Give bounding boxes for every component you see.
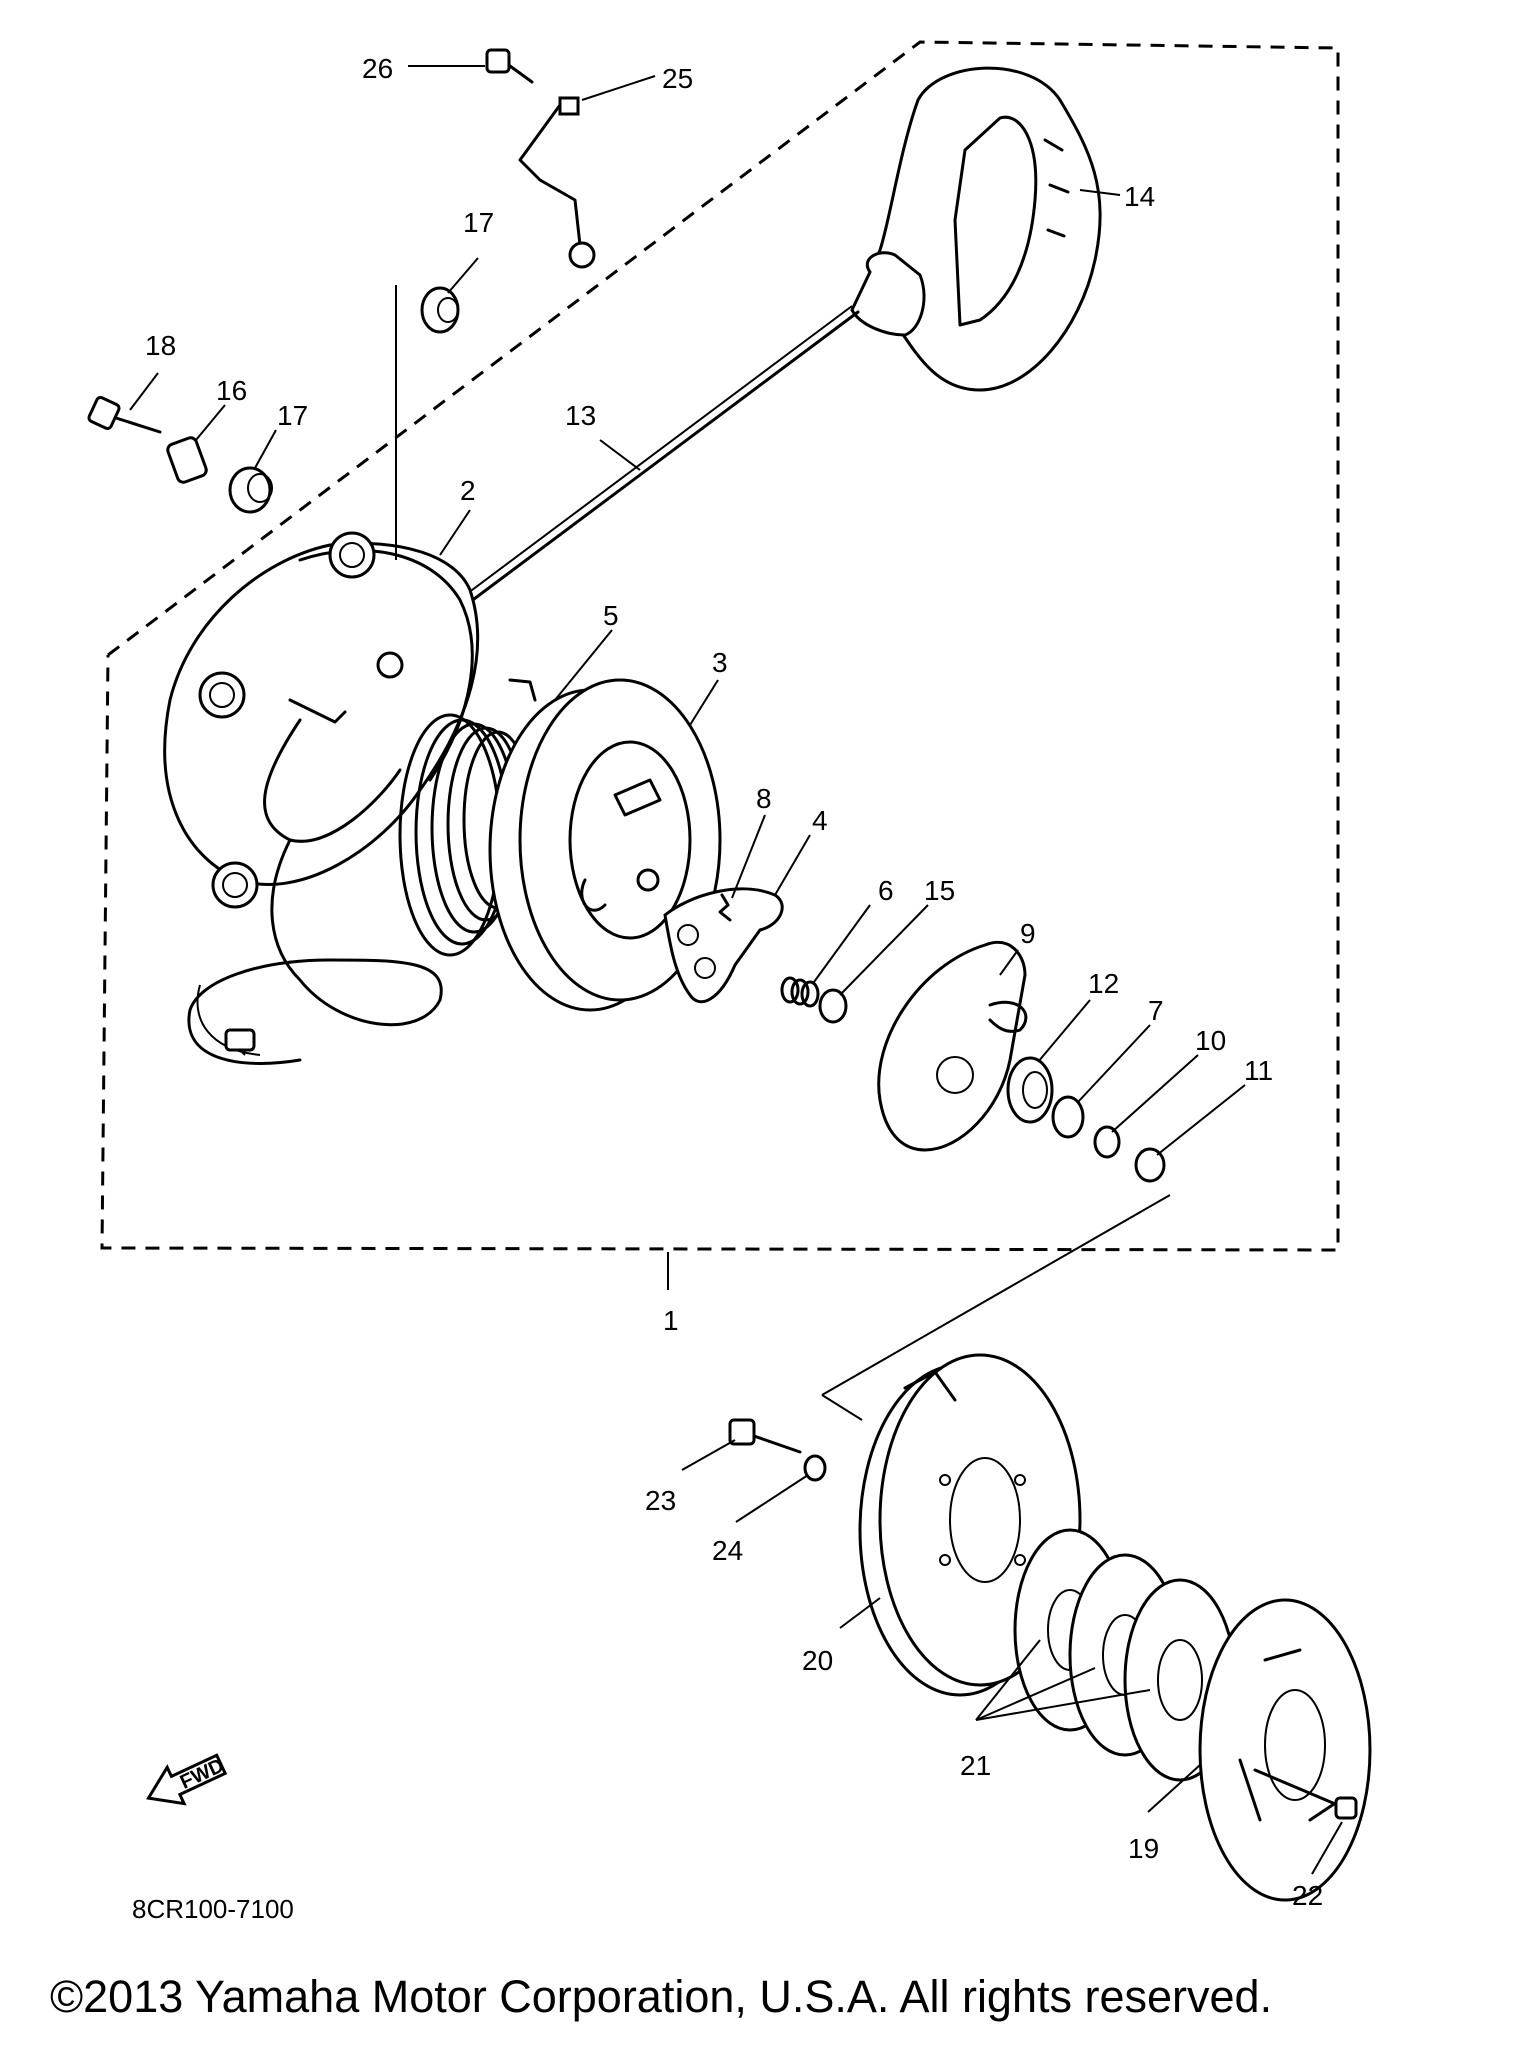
callout-22: 22 [1292,1880,1323,1911]
part-26-bolt [485,48,534,84]
part-23-bolt [728,1418,802,1454]
part-12-spring-holder [1006,1056,1054,1124]
callout-10: 10 [1195,1025,1226,1056]
part-21-shims [1013,1528,1237,1782]
callout-16: 16 [216,375,247,406]
part-15-washer [818,988,848,1024]
part-7-washer [1051,1095,1085,1139]
part-13-starter-rope [455,305,860,610]
part-9-friction-plate [877,940,1028,1152]
callout-18: 18 [145,330,176,361]
callout-5: 5 [603,600,619,631]
part-10-lock-washer [1093,1125,1121,1159]
part-4-ratchet [663,887,784,1004]
part-2-starter-case [163,531,480,909]
part-19-drive-plate [1198,1598,1372,1902]
part-13-rope-coil [187,838,443,1065]
part-14-starter-handle [850,66,1102,392]
callout-23: 23 [645,1485,676,1516]
part-24-washer [803,1454,827,1482]
callout-15: 15 [924,875,955,906]
fwd-direction-arrow: FWD [146,1753,227,1806]
copyright-notice: ©2013 Yamaha Motor Corporation, U.S.A. A… [50,1971,1272,2022]
callout-2: 2 [460,475,476,506]
callout-21: 21 [960,1750,991,1781]
callout-25: 25 [662,63,693,94]
part-6-spring [780,976,820,1008]
leader-lines [129,65,1343,1875]
part-17-grommet [228,466,273,514]
callout-20: 20 [802,1645,833,1676]
callout-3: 3 [712,647,728,678]
callout-1: 1 [663,1305,679,1336]
callout-24: 24 [712,1535,743,1566]
callout-7: 7 [1148,995,1164,1026]
callout-13: 13 [565,400,596,431]
callout-12: 12 [1088,968,1119,999]
part-11-nut [1134,1147,1166,1183]
callout-11: 11 [1244,1055,1273,1086]
part-8-pawl-spring [718,893,732,922]
assembly-boundary [100,40,1340,1252]
callout-labels: 1 2 3 4 5 6 7 8 9 10 11 12 13 14 15 16 1… [145,53,1323,1911]
callout-26: 26 [362,53,393,84]
callout-17-upper: 17 [463,207,494,238]
callout-17-lower: 17 [277,400,308,431]
part-18-bolt [87,395,162,434]
part-16-collar [166,436,208,484]
part-code: 8CR100-7100 [132,1894,294,1924]
callout-14: 14 [1124,181,1155,212]
callout-9: 9 [1020,918,1036,949]
callout-4: 4 [812,805,828,836]
callout-6: 6 [878,875,894,906]
part-22-screw [1253,1768,1358,1820]
callout-8: 8 [756,783,772,814]
part-17-grommet-upper [420,286,460,334]
part-25-rope-guide [518,96,596,269]
callout-19: 19 [1128,1833,1159,1864]
